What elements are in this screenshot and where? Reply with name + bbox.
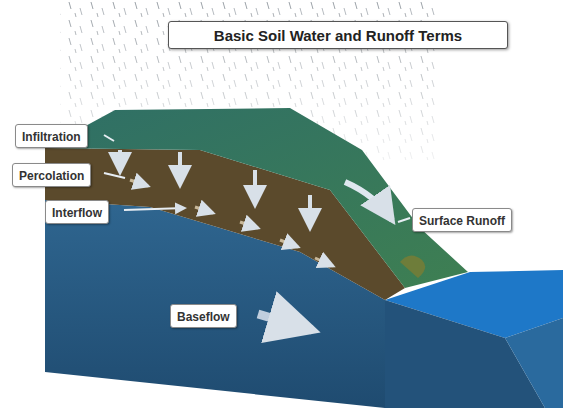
runoff-arrow: [345, 182, 392, 220]
label-box: Percolation: [12, 163, 91, 187]
leader-line: [104, 173, 125, 178]
label-text: Percolation: [19, 169, 84, 183]
title-box: Basic Soil Water and Runoff Terms: [168, 21, 508, 49]
interflow-arrow: [240, 222, 258, 228]
flow-arrow: [308, 195, 312, 228]
title-text: Basic Soil Water and Runoff Terms: [214, 27, 462, 44]
land-surface: [45, 108, 468, 288]
label-box: Surface Runoff: [412, 208, 512, 232]
leader-line: [104, 135, 114, 141]
interflow-arrow: [280, 240, 298, 247]
label-text: Surface Runoff: [419, 214, 505, 228]
interflow-arrow: [130, 180, 148, 186]
label-box: Infiltration: [15, 124, 88, 148]
label-box: Baseflow: [170, 304, 237, 328]
label-box: Interflow: [45, 200, 109, 224]
flow-arrow: [178, 152, 182, 185]
flow-arrow: [118, 150, 122, 172]
label-text: Infiltration: [22, 130, 81, 144]
leader-line: [124, 208, 185, 210]
vegetation: [400, 255, 425, 278]
interflow-arrow: [195, 207, 213, 213]
interflow-arrow: [315, 258, 333, 266]
baseflow-arrow: [258, 314, 312, 330]
leader-line: [398, 218, 410, 222]
flow-arrow: [253, 170, 257, 205]
stream-side: [505, 318, 563, 408]
label-text: Interflow: [52, 206, 102, 220]
label-text: Baseflow: [177, 310, 230, 324]
